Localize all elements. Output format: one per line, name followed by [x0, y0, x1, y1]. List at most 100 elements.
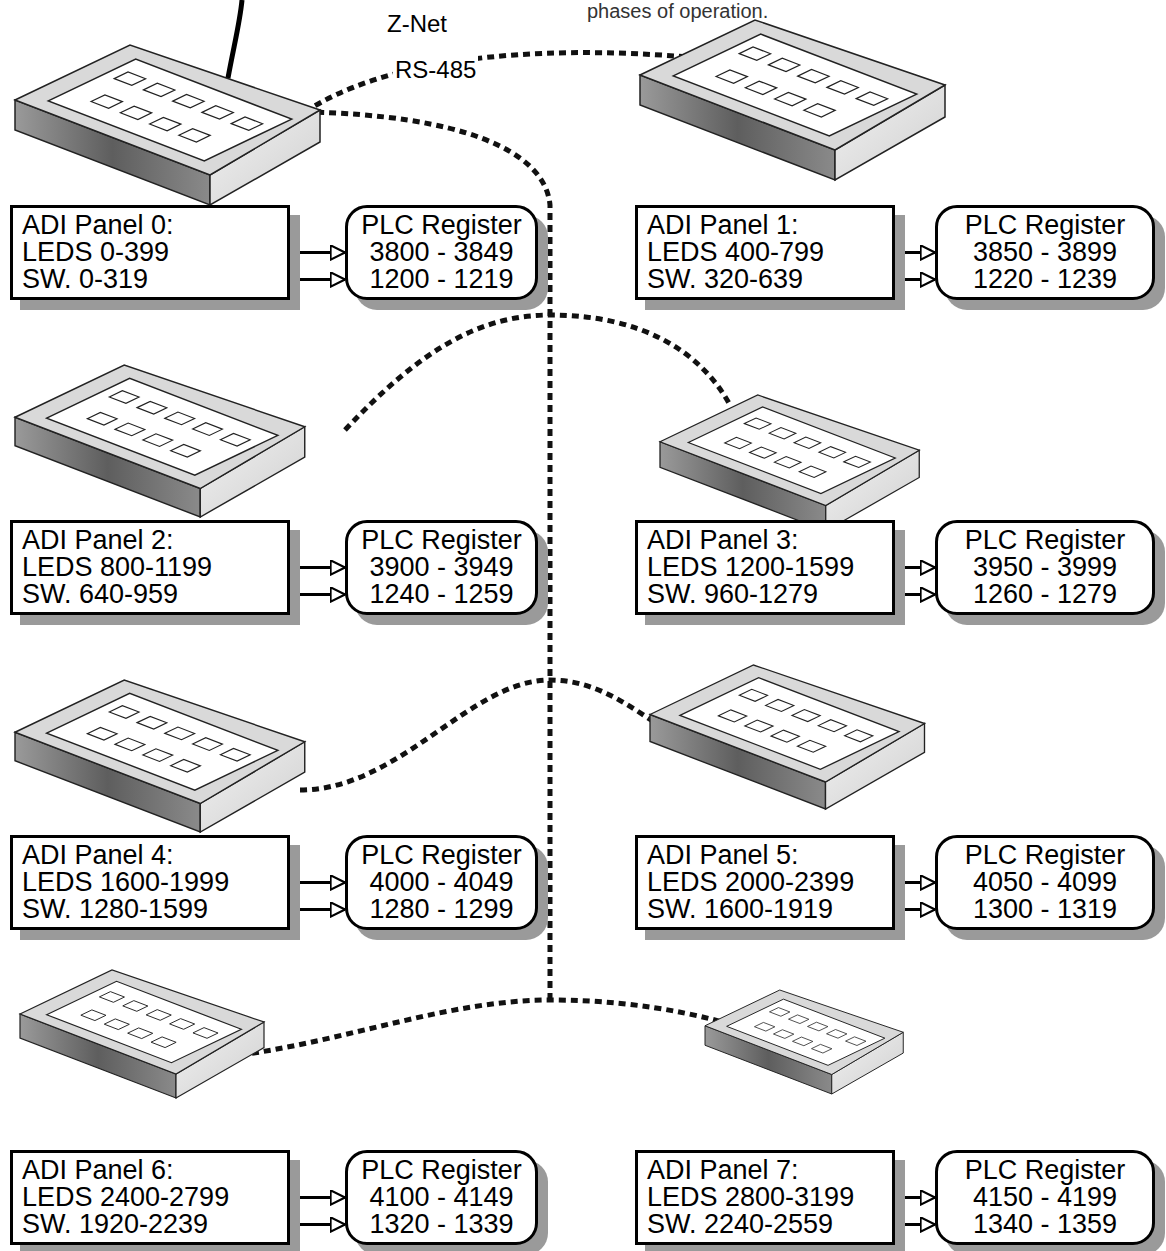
led-lamp: [718, 710, 746, 722]
led-lamp: [91, 95, 122, 108]
mapping-arrow: [895, 593, 935, 596]
range-text: 3800 - 3849: [369, 239, 513, 266]
range-text: LEDS 800-1199: [22, 554, 212, 581]
led-lamp: [827, 1030, 847, 1039]
console-screen: [680, 678, 899, 770]
box-heading: PLC Register: [965, 1157, 1126, 1184]
panel-box: ADI Panel 2:LEDS 800-1199SW. 640-959: [10, 520, 290, 615]
console-screen: [727, 999, 885, 1065]
led-lamp: [808, 1022, 828, 1031]
note-label: phases of operation.: [585, 0, 770, 23]
range-text: 1240 - 1259: [369, 581, 513, 608]
console-illustration: [15, 680, 305, 832]
mapping-arrow: [895, 278, 935, 281]
register-box: PLC Register3800 - 38491200 - 1219: [345, 205, 538, 300]
console-illustration: [640, 20, 945, 180]
led-lamp: [774, 457, 801, 468]
led-lamp: [846, 1037, 866, 1046]
led-lamp: [87, 727, 117, 740]
box-heading: ADI Panel 5:: [647, 842, 799, 869]
led-lamp: [146, 1010, 171, 1021]
range-text: 3950 - 3999: [973, 554, 1117, 581]
register-box: PLC Register4000 - 40491280 - 1299: [345, 835, 538, 930]
note-label: Z-Net: [385, 10, 449, 38]
range-text: SW. 1280-1599: [22, 896, 208, 923]
range-text: 1320 - 1339: [369, 1211, 513, 1238]
console-top: [650, 665, 925, 782]
panel-box: ADI Panel 5:LEDS 2000-2399SW. 1600-1919: [635, 835, 895, 930]
led-lamp: [123, 1001, 148, 1012]
box-heading: PLC Register: [965, 842, 1126, 869]
console-top: [20, 970, 264, 1074]
led-lamp: [193, 738, 223, 751]
range-text: SW. 1920-2239: [22, 1211, 208, 1238]
range-text: SW. 1600-1919: [647, 896, 833, 923]
network-cable: [345, 315, 730, 430]
range-text: SW. 2240-2559: [647, 1211, 833, 1238]
console-screen: [48, 59, 291, 161]
console-top: [660, 395, 919, 506]
panel-box: ADI Panel 7:LEDS 2800-3199SW. 2240-2559: [635, 1150, 895, 1245]
led-lamp: [143, 83, 174, 96]
box-heading: ADI Panel 7:: [647, 1157, 799, 1184]
led-lamp: [750, 447, 777, 458]
led-lamp: [99, 992, 124, 1003]
range-text: LEDS 1200-1599: [647, 554, 854, 581]
mapping-arrow: [290, 251, 345, 254]
led-lamp: [845, 730, 873, 742]
led-lamp: [789, 1015, 809, 1024]
led-lamp: [766, 699, 794, 711]
mapping-arrow: [290, 1223, 345, 1226]
box-heading: ADI Panel 4:: [22, 842, 174, 869]
register-box: PLC Register3850 - 38991220 - 1239: [935, 205, 1155, 300]
range-text: LEDS 2000-2399: [647, 869, 854, 896]
led-lamp: [220, 433, 250, 446]
box-heading: ADI Panel 3:: [647, 527, 799, 554]
range-text: 3850 - 3899: [973, 239, 1117, 266]
led-lamp: [775, 92, 806, 105]
box-heading: PLC Register: [361, 527, 522, 554]
led-lamp: [827, 81, 858, 94]
led-lamp: [745, 720, 773, 732]
register-box: PLC Register4100 - 41491320 - 1339: [345, 1150, 538, 1245]
led-lamp: [799, 466, 826, 477]
led-lamp: [171, 759, 201, 772]
range-text: LEDS 400-799: [647, 239, 824, 266]
led-lamp: [120, 106, 151, 119]
panel-box: ADI Panel 1:LEDS 400-799SW. 320-639: [635, 205, 895, 300]
range-text: 4050 - 4099: [973, 869, 1117, 896]
console-screen: [688, 407, 895, 494]
led-lamp: [143, 434, 173, 447]
console-illustration: [650, 665, 925, 809]
led-lamp: [768, 58, 799, 71]
led-lamp: [151, 1037, 176, 1048]
range-text: LEDS 2400-2799: [22, 1184, 229, 1211]
box-heading: ADI Panel 0:: [22, 212, 174, 239]
mapping-arrow: [290, 278, 345, 281]
led-lamp: [114, 72, 145, 85]
mapping-arrow: [895, 566, 935, 569]
led-lamp: [745, 81, 776, 94]
led-lamp: [844, 456, 871, 467]
range-text: 1280 - 1299: [369, 896, 513, 923]
led-lamp: [165, 727, 195, 740]
range-text: 1300 - 1319: [973, 896, 1117, 923]
range-text: 1260 - 1279: [973, 581, 1117, 608]
led-lamp: [792, 710, 820, 722]
register-box: PLC Register4050 - 40991300 - 1319: [935, 835, 1155, 930]
led-lamp: [128, 1028, 153, 1039]
led-lamp: [165, 412, 195, 425]
mapping-arrow: [290, 593, 345, 596]
console-top: [15, 365, 305, 489]
console-top: [705, 990, 903, 1075]
led-lamp: [744, 418, 771, 429]
console-illustration: [705, 990, 903, 1094]
console-screen: [47, 693, 278, 790]
mapping-arrow: [895, 251, 935, 254]
network-cable: [305, 112, 550, 1000]
console-illustration: [15, 365, 305, 517]
